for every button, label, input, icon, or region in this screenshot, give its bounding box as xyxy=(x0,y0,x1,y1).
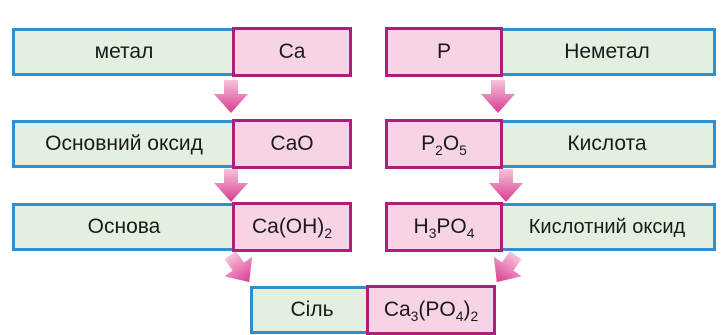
acidic-oxide-label: Кислотний оксид xyxy=(528,215,686,238)
arrow-down-left-icon xyxy=(488,252,524,286)
metal-label: метал xyxy=(94,40,154,63)
base-label: Основа xyxy=(87,215,161,238)
basic-oxide-label-box: Основний оксид xyxy=(12,120,236,168)
acid-label-box: Кислота xyxy=(498,120,716,168)
basic-oxide-formula: CaO xyxy=(270,132,314,155)
metal-formula-box: Ca xyxy=(232,27,352,77)
arrow-down-icon xyxy=(480,80,516,114)
arrow-down-right-icon xyxy=(222,252,258,286)
basic-oxide-label: Основний оксид xyxy=(45,132,203,155)
arrow-down-icon xyxy=(213,80,249,114)
base-formula-box: Ca(OH)2 xyxy=(232,202,352,252)
acid-oxide-formula: P2O5 xyxy=(421,132,467,158)
salt-formula: Ca3(PO4)2 xyxy=(383,298,479,324)
metal-formula: Ca xyxy=(278,40,306,63)
acidic-oxide-label-box: Кислотний оксид xyxy=(498,203,716,251)
acid-oxide-formula-box: P2O5 xyxy=(385,119,503,169)
acid-formula-box: H3PO4 xyxy=(385,202,503,252)
nonmetal-label: Неметал xyxy=(564,40,650,63)
base-formula: Ca(OH)2 xyxy=(251,215,333,241)
basic-oxide-formula-box: CaO xyxy=(232,119,352,169)
acid-label: Кислота xyxy=(567,132,647,155)
salt-formula-box: Ca3(PO4)2 xyxy=(366,285,496,335)
metal-label-box: метал xyxy=(12,28,236,76)
nonmetal-label-box: Неметал xyxy=(498,28,716,76)
nonmetal-formula-box: P xyxy=(385,27,503,77)
base-label-box: Основа xyxy=(12,203,236,251)
nonmetal-formula: P xyxy=(436,40,451,63)
salt-label-box: Сіль xyxy=(250,286,374,334)
arrow-down-icon xyxy=(213,169,249,203)
acid-formula: H3PO4 xyxy=(413,215,475,241)
salt-label: Сіль xyxy=(290,298,334,321)
arrow-down-icon xyxy=(488,169,524,203)
